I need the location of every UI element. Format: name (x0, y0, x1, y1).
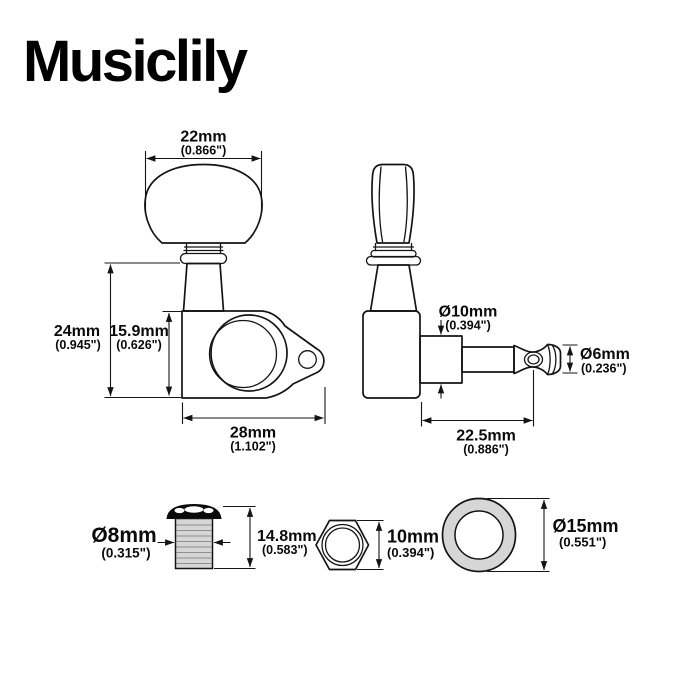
side-button (371, 163, 415, 244)
extension-lines (104, 262, 181, 399)
bushing-threads (176, 524, 212, 564)
dim-label-mm: 22.5mm (456, 428, 516, 445)
flange-highlight-right (203, 507, 214, 514)
dim-label-inch: (1.102") (230, 440, 276, 454)
side-string-post (461, 346, 515, 373)
extension-lines (214, 505, 256, 570)
front-button (144, 163, 263, 244)
dim-label-mm: 28mm (230, 425, 276, 442)
dim-label-inch: (0.315") (101, 546, 150, 561)
extension-lines (420, 370, 535, 427)
dim-side-post-length: 22.5mm (0.886") (420, 370, 535, 457)
front-mount-screw-hole (298, 350, 317, 369)
dim-washer-diameter: Ø15mm (0.551") (487, 497, 619, 573)
hex-nut: 10mm (0.394") (315, 519, 439, 571)
side-button-facets (378, 166, 408, 243)
capstan-end-cap (546, 343, 557, 376)
bushing-barrel (174, 517, 214, 570)
dim-label-inch: (0.583") (262, 543, 308, 557)
dim-label-mm: Ø15mm (553, 516, 619, 536)
dim-label-mm: 10mm (387, 527, 439, 547)
tuner-side-view: Ø10mm (0.394") Ø6mm (0.236") 22.5mm (0.8… (362, 163, 630, 457)
string-hole-inner (527, 354, 540, 365)
tuner-front-view: 22mm (0.866") 24mm (0.945") 15.9mm (0.62… (54, 129, 326, 454)
front-neck (182, 262, 225, 312)
side-neck (369, 264, 418, 312)
front-collar-flange (179, 252, 228, 265)
hex-nut-body (315, 519, 370, 571)
dim-front-housing-height: 15.9mm (0.626") (109, 310, 181, 396)
front-housing (181, 310, 325, 399)
string-hole-outer (523, 351, 544, 368)
extension-lines (487, 497, 550, 573)
side-button-collar (372, 242, 415, 252)
dim-front-button-width: 22mm (0.866") (144, 129, 263, 212)
front-gear-circle-outer (210, 314, 288, 392)
dim-label-mm: Ø8mm (91, 524, 156, 547)
dim-label-inch: (0.394") (387, 545, 434, 560)
dim-label-inch: (0.866") (181, 144, 227, 158)
side-housing (362, 310, 421, 399)
dim-label-inch: (0.886") (463, 443, 509, 457)
dim-hex-nut-size: 10mm (0.394") (357, 519, 439, 571)
dim-label-mm: Ø6mm (580, 346, 630, 363)
bushing: Ø8mm (0.315") 14.8mm (0.583") (91, 503, 317, 570)
extension-lines (144, 151, 263, 212)
dim-front-overall-height: 24mm (0.945") (54, 262, 181, 399)
washer: Ø15mm (0.551") (441, 497, 619, 573)
extension-lines (357, 519, 384, 571)
side-collar-flange (365, 255, 422, 266)
hex-nut-bore-outer (321, 523, 364, 567)
front-button-collar (183, 242, 224, 255)
dim-label-inch: (0.626") (116, 338, 162, 352)
dim-bushing-diameter: Ø8mm (0.315") (91, 524, 231, 561)
washer-inner (454, 510, 504, 560)
dim-label-inch: (0.394") (445, 319, 491, 333)
dim-label-mm: 14.8mm (257, 528, 317, 545)
dim-label-inch: (0.945") (55, 338, 101, 352)
brand-logo: Musiclily (23, 29, 248, 94)
dim-label-inch: (0.551") (559, 535, 606, 550)
dim-label-mm: 24mm (54, 323, 100, 340)
dim-side-post-diameter: Ø6mm (0.236") (562, 344, 630, 376)
dim-label-mm: 22mm (180, 129, 226, 146)
extension-lines (181, 387, 326, 424)
dim-label-mm: Ø10mm (439, 304, 498, 321)
flange-highlight-left (174, 507, 185, 514)
dim-bushing-height: 14.8mm (0.583") (214, 505, 317, 570)
side-post-capstan (513, 343, 562, 376)
flange-highlight-center (184, 506, 204, 513)
dim-label-inch: (0.236") (581, 362, 627, 376)
dim-front-housing-width: 28mm (1.102") (181, 387, 326, 454)
dim-label-mm: 15.9mm (109, 323, 169, 340)
side-shaft-base (419, 335, 463, 384)
dim-side-shaft-diameter: Ø10mm (0.394") (437, 304, 498, 399)
hex-nut-bore-inner (324, 527, 361, 563)
front-gear-circle-inner (208, 319, 278, 389)
extension-lines (562, 344, 578, 374)
